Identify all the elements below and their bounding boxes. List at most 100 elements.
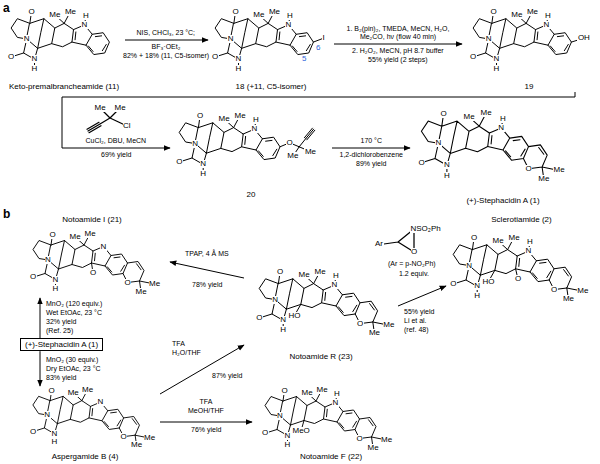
atom-label: N [31, 55, 38, 63]
atom-label: NSO₂Ph [410, 225, 441, 233]
atom-label: O [49, 231, 56, 239]
atom-label: Me [526, 8, 538, 16]
atom-label: 6 [316, 44, 321, 52]
atom-label: N [498, 124, 505, 132]
atom-label: O [515, 275, 522, 283]
bond-lines [242, 129, 280, 159]
atom-label: N [272, 296, 279, 304]
atom-label: O [124, 279, 131, 287]
atom-label: Me [538, 175, 550, 183]
reagent-text: TPAP, 4 Å MS [185, 250, 229, 258]
condition-text: 2. H₂O₂, MeCN, pH 8.7 buffer [352, 47, 444, 55]
reaction-arrow [160, 422, 252, 423]
atom-label: Me [492, 237, 504, 245]
atom-label: N [331, 281, 338, 289]
atom-label: Me [218, 115, 230, 123]
reagent-text: CuCl₂, DBU, MeCN [86, 137, 147, 145]
compound-node: Notoamide F (22) [252, 384, 410, 462]
compound-node: Aspergamide B (4) [10, 386, 160, 462]
atom-label: Me [64, 8, 76, 16]
atom-label: Me [67, 389, 79, 397]
atom-label: H [500, 115, 507, 123]
panel-letter: a [3, 2, 10, 15]
atom-label: O [212, 53, 219, 61]
atom-label: N [277, 412, 284, 420]
compound-name: Keto-premalbrancheamide (11) [9, 82, 119, 91]
atom-label: N [466, 262, 473, 270]
atom-label: H [493, 65, 500, 73]
atom-label: H [235, 65, 242, 73]
atom-label: Me [577, 287, 589, 295]
atom-label: Me [316, 386, 328, 394]
atom-label: Me [287, 152, 299, 160]
atom-label: O [197, 112, 204, 120]
atom-label: N [81, 21, 88, 29]
atom-label: H [83, 12, 90, 20]
atom-label: H [284, 441, 291, 449]
atom-label: 5 [302, 55, 307, 63]
atom-label: H [200, 170, 207, 178]
condition-text: Wet EtOAc, 23 °C [46, 309, 102, 317]
structure-drawing [421, 113, 559, 178]
atom-label: Me [94, 104, 106, 112]
reagent-text: 1.2 equiv. [399, 270, 429, 278]
structure-drawing [259, 272, 389, 334]
condition-text: 89% yield [356, 160, 386, 168]
atom-label: N [235, 55, 242, 63]
compound-name: (+)-Stephacidin A (1) [466, 196, 539, 205]
compound-node: Keto-premalbrancheamide (11) [3, 4, 125, 92]
condition-text: 82% + 18% (11, C5-isomer) [123, 52, 209, 60]
atom-label: O [48, 387, 55, 395]
atom-label: H [527, 238, 534, 246]
atom-label: Me [508, 234, 520, 242]
atom-label: Me [511, 11, 523, 19]
structure-drawing [179, 116, 315, 174]
condition-text: (Ref. 25) [46, 327, 73, 335]
atom-label: H [280, 326, 287, 334]
atom-label: Me [314, 268, 326, 276]
atom-label: HO [288, 312, 301, 320]
atom-label: O [418, 159, 425, 167]
reaction-arrow [125, 40, 208, 41]
atom-label: HO [482, 278, 495, 286]
condition-text: BF₃·OEt₂ [152, 43, 181, 51]
atom-label: Me [268, 8, 280, 16]
condition-text: (Ar = p-NO₂Ph) [388, 260, 436, 268]
atom-label: N [44, 411, 51, 419]
bond-lines [276, 25, 313, 55]
reaction-arrow [170, 262, 244, 278]
structure-drawing [11, 12, 109, 69]
atom-label: H [52, 285, 59, 293]
atom-label: OH [577, 34, 590, 42]
bond-lines [265, 390, 325, 445]
reagent-text: TFA [172, 340, 185, 348]
atom-label: Me [82, 386, 94, 394]
compound-node: Sclerotiamide (2) [446, 214, 597, 306]
atom-label: O [281, 387, 288, 395]
bond-lines [89, 402, 124, 429]
bond-lines [215, 12, 277, 69]
atom-label: H [545, 12, 552, 20]
condition-text: (ref. 48) [404, 326, 429, 334]
reagent-text: 170 °C [361, 137, 382, 145]
atom-label: O [232, 8, 239, 16]
atom-label: N [100, 243, 107, 251]
bond-lines [534, 25, 571, 55]
atom-label: N [227, 35, 234, 43]
bond-lines [322, 285, 360, 315]
reaction-arrow [334, 44, 462, 45]
atom-label: O [411, 248, 418, 256]
condition-text: 83% yield [46, 374, 76, 382]
bond-lines [324, 403, 360, 432]
atom-label: Me [301, 389, 313, 397]
bond-lines [473, 12, 535, 69]
panel-letter: b [3, 208, 10, 221]
atom-label: N [192, 140, 199, 148]
bond-lines [488, 128, 529, 160]
atom-label: N [280, 316, 287, 324]
condition-text: MeOH/THF [188, 407, 224, 415]
atom-label: Me [253, 11, 265, 19]
compound-name: (+)-Stephacidin A (1) [25, 340, 98, 349]
atom-label: N [52, 276, 59, 284]
structure-drawing [473, 12, 584, 69]
